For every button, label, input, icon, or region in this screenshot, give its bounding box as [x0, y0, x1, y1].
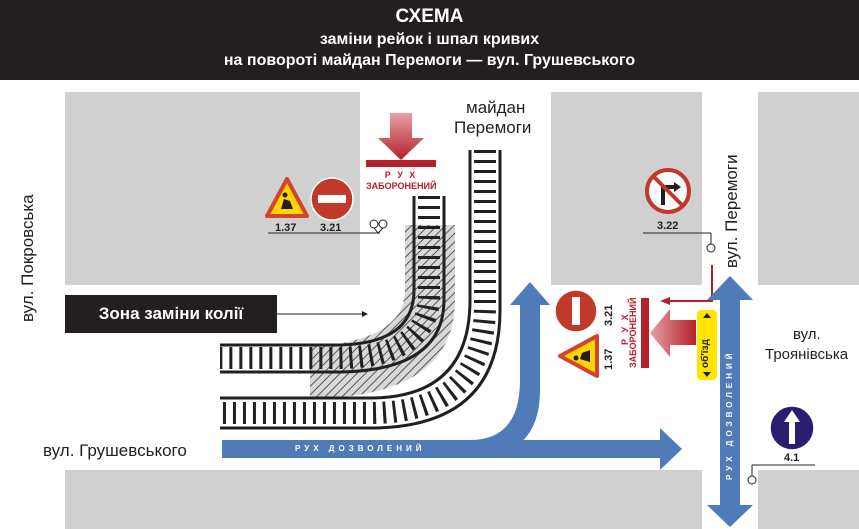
allowed-arrow-turn	[470, 282, 550, 458]
subtitle-line-2: на повороті майдан Перемоги — вул. Груше…	[223, 52, 636, 69]
sign-code-3-21-top: 3.21	[320, 222, 342, 234]
no-right-turn-sign	[645, 168, 691, 214]
allowed-text-vertical: РУХ ДОЗВОЛЕНИЙ	[725, 349, 734, 480]
replacement-zone-label: Зона заміни колії	[65, 295, 277, 333]
allowed-text-horizontal: РУХ ДОЗВОЛЕНИЙ	[295, 444, 426, 453]
street-troyanivska-line2: Троянівська	[765, 346, 849, 363]
title-banner: СХЕМА заміни рейок і шпал кривих на пово…	[0, 0, 859, 80]
forbidden-text-top-line1: Р У Х	[384, 170, 418, 180]
sign-code-1-37-top: 1.37	[275, 222, 297, 234]
road-works-sign-middle	[558, 334, 599, 378]
block-top-left	[65, 92, 360, 285]
detour-route-line	[668, 265, 713, 302]
block-bottom-left	[65, 470, 702, 529]
sign-code-1-37-middle: 1.37	[603, 348, 615, 370]
no-entry-sign-middle	[554, 289, 598, 333]
inner-track	[220, 196, 446, 374]
outer-track	[220, 150, 502, 430]
street-peremohy: вул. Перемоги	[722, 154, 741, 268]
allowed-arrow-vertical	[707, 276, 753, 527]
street-maidan-line1: майдан	[466, 98, 526, 117]
forbidden-text-middle-line2: ЗАБОРОНЕНИЙ	[628, 297, 638, 368]
block-top-right	[758, 92, 859, 285]
no-entry-sign-top	[310, 177, 354, 221]
forbidden-arrow-top	[378, 113, 424, 160]
block-bottom-right	[758, 470, 859, 529]
detour-text: об'їзд	[700, 339, 711, 368]
street-maidan-line2: Перемоги	[454, 118, 532, 137]
forbidden-bar-middle	[641, 298, 649, 368]
sign-code-4-1: 4.1	[784, 452, 800, 464]
street-hrushevskoho: вул. Грушевського	[43, 441, 187, 460]
street-troyanivska-line1: вул.	[793, 326, 821, 343]
straight-only-sign	[769, 405, 815, 451]
street-pokrovska: вул. Покровська	[18, 194, 37, 322]
road-works-sign-top	[265, 177, 309, 218]
forbidden-bar-top	[366, 160, 436, 167]
forbidden-arrow-middle	[650, 309, 696, 357]
allowed-arrow-horizontal	[222, 428, 682, 470]
title: СХЕМА	[395, 6, 464, 27]
subtitle-line-1: заміни рейок і шпал кривих	[319, 31, 540, 48]
sign-code-3-21-middle: 3.21	[603, 304, 615, 326]
forbidden-text-top-line2: ЗАБОРОНЕНИЙ	[366, 181, 437, 191]
detour-badge	[697, 310, 717, 380]
sign-code-3-22: 3.22	[657, 220, 679, 232]
